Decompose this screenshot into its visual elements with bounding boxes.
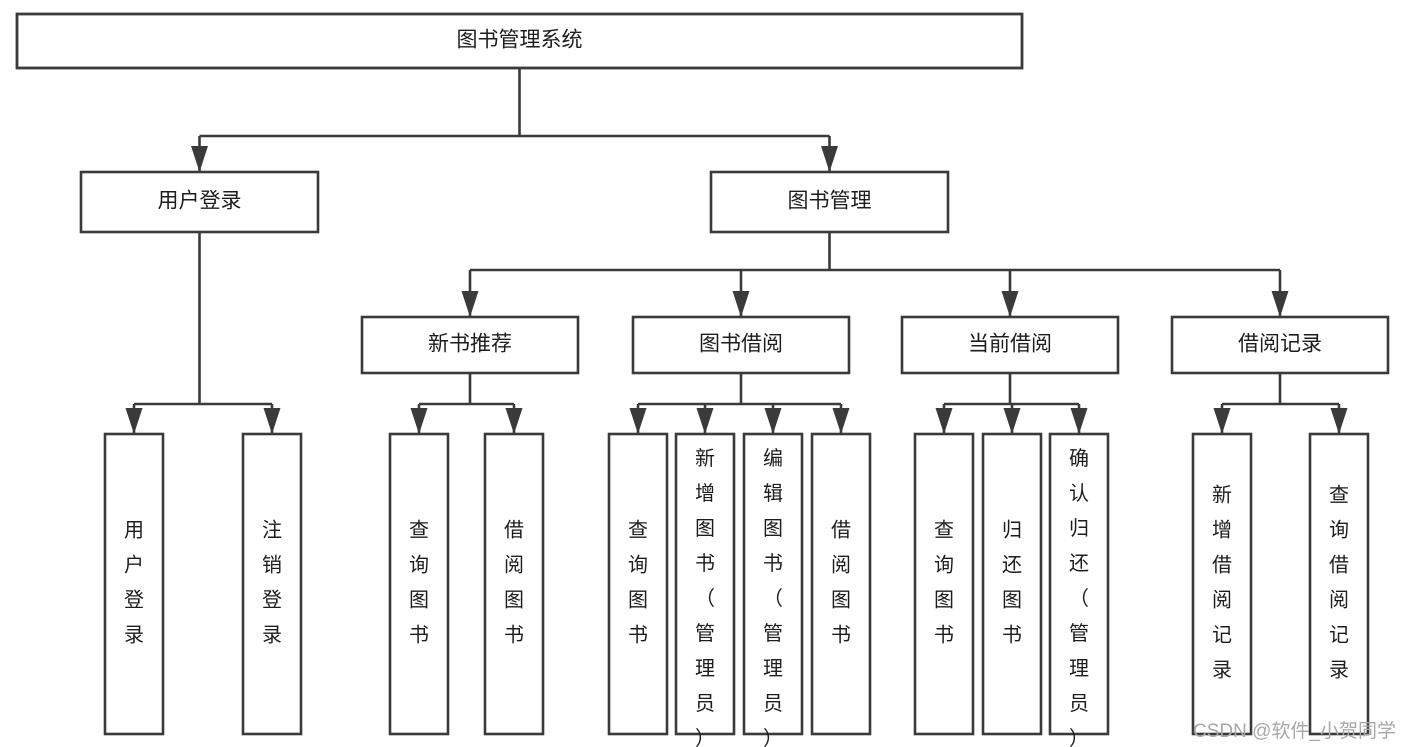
node-leaf-edit-book[interactable]: 编辑图书（管理员） xyxy=(742,432,804,747)
connector-group-current-borrow xyxy=(935,373,1088,434)
node-box-leaf-edit-book xyxy=(742,432,804,736)
node-book-borrow[interactable]: 图书借阅 xyxy=(631,315,851,375)
node-leaf-logout[interactable]: 注销登录 xyxy=(241,432,303,736)
watermark-label: CSDN @软件_小贺同学 xyxy=(1193,720,1396,742)
node-box-leaf-return-book xyxy=(981,432,1043,736)
node-label-root: 图书管理系统 xyxy=(457,29,583,52)
arrow-head-icon xyxy=(832,408,850,434)
node-box-leaf-query-book-3 xyxy=(913,432,975,736)
node-leaf-query-record[interactable]: 查询借阅记录 xyxy=(1308,432,1370,736)
arrow-head-icon xyxy=(263,408,281,434)
arrow-head-icon xyxy=(1330,408,1348,434)
node-layer: 图书管理系统用户登录图书管理新书推荐图书借阅当前借阅借阅记录用户登录注销登录查询… xyxy=(15,12,1390,747)
connector-group-user-login xyxy=(125,232,281,434)
node-label-leaf-logout: 注销登录 xyxy=(262,519,282,647)
arrow-head-icon xyxy=(935,408,953,434)
node-label-book-borrow: 图书借阅 xyxy=(699,333,783,356)
node-new-book-recommend[interactable]: 新书推荐 xyxy=(360,315,580,375)
node-label-book-manage: 图书管理 xyxy=(788,190,872,213)
node-box-user-login xyxy=(79,170,320,234)
node-box-leaf-confirm-return xyxy=(1048,432,1110,736)
node-label-leaf-query-book-3: 查询图书 xyxy=(934,519,954,647)
node-leaf-borrow-book-2[interactable]: 借阅图书 xyxy=(810,432,872,736)
arrow-head-icon xyxy=(461,291,479,317)
node-box-leaf-query-book-2 xyxy=(607,432,669,736)
node-leaf-add-book[interactable]: 新增图书（管理员） xyxy=(674,432,736,747)
node-borrow-record[interactable]: 借阅记录 xyxy=(1170,315,1390,375)
node-box-leaf-user-login xyxy=(103,432,165,736)
node-label-leaf-return-book: 归还图书 xyxy=(1002,519,1022,647)
arrow-head-icon xyxy=(1070,408,1088,434)
node-book-manage[interactable]: 图书管理 xyxy=(709,170,950,234)
node-box-leaf-borrow-book-2 xyxy=(810,432,872,736)
arrow-head-icon xyxy=(125,408,143,434)
node-label-leaf-add-record: 新增借阅记录 xyxy=(1212,484,1232,682)
arrow-head-icon xyxy=(191,146,208,172)
node-box-leaf-query-book-1 xyxy=(388,432,450,736)
arrow-head-icon xyxy=(629,408,647,434)
connector-group-new-book-recommend xyxy=(410,373,523,434)
arrow-head-icon xyxy=(1003,408,1021,434)
arrow-head-icon xyxy=(1213,408,1231,434)
connector-group-book-manage xyxy=(461,232,1289,317)
node-label-borrow-record: 借阅记录 xyxy=(1238,333,1322,356)
node-label-leaf-confirm-return: 确认归还（管理员） xyxy=(1069,447,1089,747)
arrow-head-icon xyxy=(410,408,428,434)
node-current-borrow[interactable]: 当前借阅 xyxy=(900,315,1120,375)
node-leaf-query-book-2[interactable]: 查询图书 xyxy=(607,432,669,736)
node-box-leaf-add-record xyxy=(1191,432,1253,736)
arrow-head-icon xyxy=(1271,291,1289,317)
node-label-leaf-query-record: 查询借阅记录 xyxy=(1329,484,1349,682)
arrow-head-icon xyxy=(821,146,838,172)
node-box-leaf-query-record xyxy=(1308,432,1370,736)
connector-layer xyxy=(125,68,1348,434)
arrow-head-icon xyxy=(1001,291,1019,317)
node-box-leaf-logout xyxy=(241,432,303,736)
connector-group-root xyxy=(191,68,838,172)
node-label-leaf-edit-book: 编辑图书（管理员） xyxy=(763,447,783,747)
node-leaf-query-book-1[interactable]: 查询图书 xyxy=(388,432,450,736)
node-leaf-borrow-book-1[interactable]: 借阅图书 xyxy=(483,432,545,736)
node-box-new-book-recommend xyxy=(360,315,580,375)
node-label-leaf-borrow-book-2: 借阅图书 xyxy=(831,519,851,647)
node-box-leaf-borrow-book-1 xyxy=(483,432,545,736)
node-label-leaf-add-book: 新增图书（管理员） xyxy=(695,447,715,747)
node-box-book-manage xyxy=(709,170,950,234)
arrow-head-icon xyxy=(505,408,523,434)
node-label-leaf-borrow-book-1: 借阅图书 xyxy=(504,519,524,647)
node-leaf-return-book[interactable]: 归还图书 xyxy=(981,432,1043,736)
node-leaf-user-login[interactable]: 用户登录 xyxy=(103,432,165,736)
node-leaf-confirm-return[interactable]: 确认归还（管理员） xyxy=(1048,432,1110,747)
node-label-leaf-user-login: 用户登录 xyxy=(124,520,144,647)
node-leaf-query-book-3[interactable]: 查询图书 xyxy=(913,432,975,736)
node-leaf-add-record[interactable]: 新增借阅记录 xyxy=(1191,432,1253,736)
arrow-head-icon xyxy=(764,408,782,434)
node-box-root xyxy=(15,12,1024,70)
node-box-book-borrow xyxy=(631,315,851,375)
node-box-borrow-record xyxy=(1170,315,1390,375)
node-box-leaf-add-book xyxy=(674,432,736,736)
node-label-user-login: 用户登录 xyxy=(158,190,242,213)
node-label-leaf-query-book-2: 查询图书 xyxy=(628,519,648,647)
connector-group-borrow-record xyxy=(1213,373,1348,434)
node-label-current-borrow: 当前借阅 xyxy=(968,333,1052,356)
arrow-head-icon xyxy=(696,408,714,434)
node-label-new-book-recommend: 新书推荐 xyxy=(428,333,512,356)
node-box-current-borrow xyxy=(900,315,1120,375)
node-user-login[interactable]: 用户登录 xyxy=(79,170,320,234)
node-label-leaf-query-book-1: 查询图书 xyxy=(409,519,429,647)
arrow-head-icon xyxy=(732,291,750,317)
connector-group-book-borrow xyxy=(629,373,850,434)
node-root[interactable]: 图书管理系统 xyxy=(15,12,1024,70)
